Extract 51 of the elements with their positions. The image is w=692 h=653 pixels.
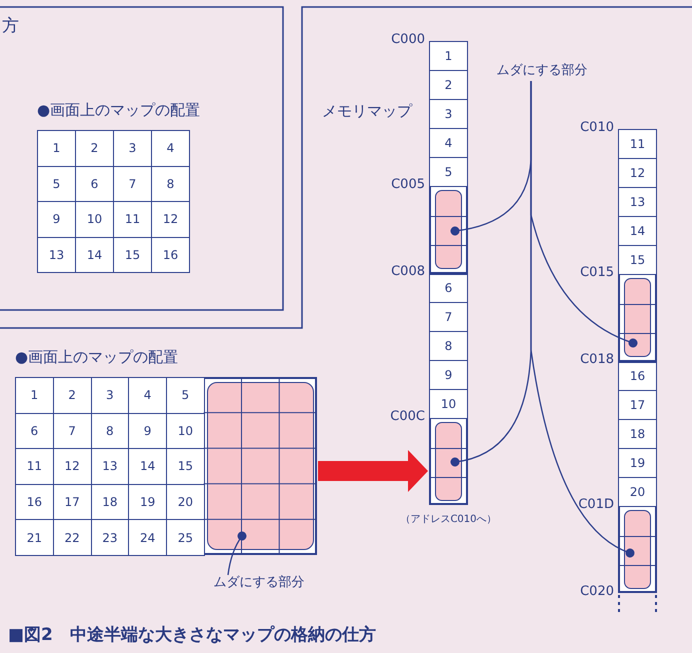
memory-cell: 9 — [429, 360, 468, 390]
memory-cell: 15 — [618, 245, 657, 275]
number-cell: 21 — [15, 519, 54, 556]
number-cell: 1 — [15, 377, 54, 414]
memory-cell: 3 — [429, 99, 468, 129]
address-label: C020 — [580, 585, 614, 598]
block-arrow — [318, 450, 428, 492]
grid-heading: ●画面上のマップの配置 — [15, 350, 178, 365]
memory-cell: 6 — [429, 273, 468, 303]
number-cell: 5 — [166, 377, 205, 414]
memory-cell: 12 — [618, 158, 657, 188]
leader-line — [530, 81, 634, 558]
memory-column — [429, 41, 468, 505]
memory-cell: 19 — [618, 448, 657, 478]
address-label: C00C — [390, 410, 425, 423]
address-label: C000 — [391, 33, 425, 46]
figure-caption: ■図2 中途半端な大きさなマップの格納の仕方 — [8, 627, 376, 644]
address-label: C018 — [580, 353, 614, 366]
memory-cell: 13 — [618, 187, 657, 217]
memory-cell: 11 — [618, 129, 657, 159]
address-label: C008 — [391, 265, 425, 278]
memory-cell: 18 — [618, 419, 657, 449]
address-label: C015 — [580, 266, 614, 279]
grid-heading: ●画面上のマップの配置 — [37, 103, 200, 118]
memory-cell: 10 — [429, 389, 468, 419]
address-label: C010 — [580, 121, 614, 134]
number-cell: 1 — [37, 130, 76, 166]
memory-cell: 5 — [429, 157, 468, 187]
number-cell: 13 — [37, 236, 76, 273]
address-label: C01D — [578, 498, 614, 511]
number-cell: 4 — [151, 130, 190, 166]
memory-cell: 1 — [429, 41, 468, 71]
memory-cell: 4 — [429, 128, 468, 158]
memory-cell: 20 — [618, 477, 657, 507]
waste-area — [206, 382, 314, 550]
callout-text: ムダにする部分 — [213, 576, 305, 589]
memory-cell: 14 — [618, 216, 657, 246]
memory-cell: 17 — [618, 390, 657, 420]
memory-cell: 16 — [618, 361, 657, 391]
memory-cell: 8 — [429, 331, 468, 361]
address-note: （アドレスC010へ） — [399, 515, 498, 525]
memory-cell: 2 — [429, 70, 468, 100]
number-cell: 16 — [151, 236, 190, 273]
heading-fragment: 方 — [2, 18, 19, 35]
number-cell: 25 — [166, 519, 205, 556]
leader-line — [227, 532, 246, 576]
diagram-label: メモリマップ — [322, 104, 412, 119]
callout-text: ムダにする部分 — [496, 64, 588, 77]
memory-column — [618, 129, 657, 593]
memory-cell: 7 — [429, 302, 468, 332]
address-label: C005 — [391, 178, 425, 191]
